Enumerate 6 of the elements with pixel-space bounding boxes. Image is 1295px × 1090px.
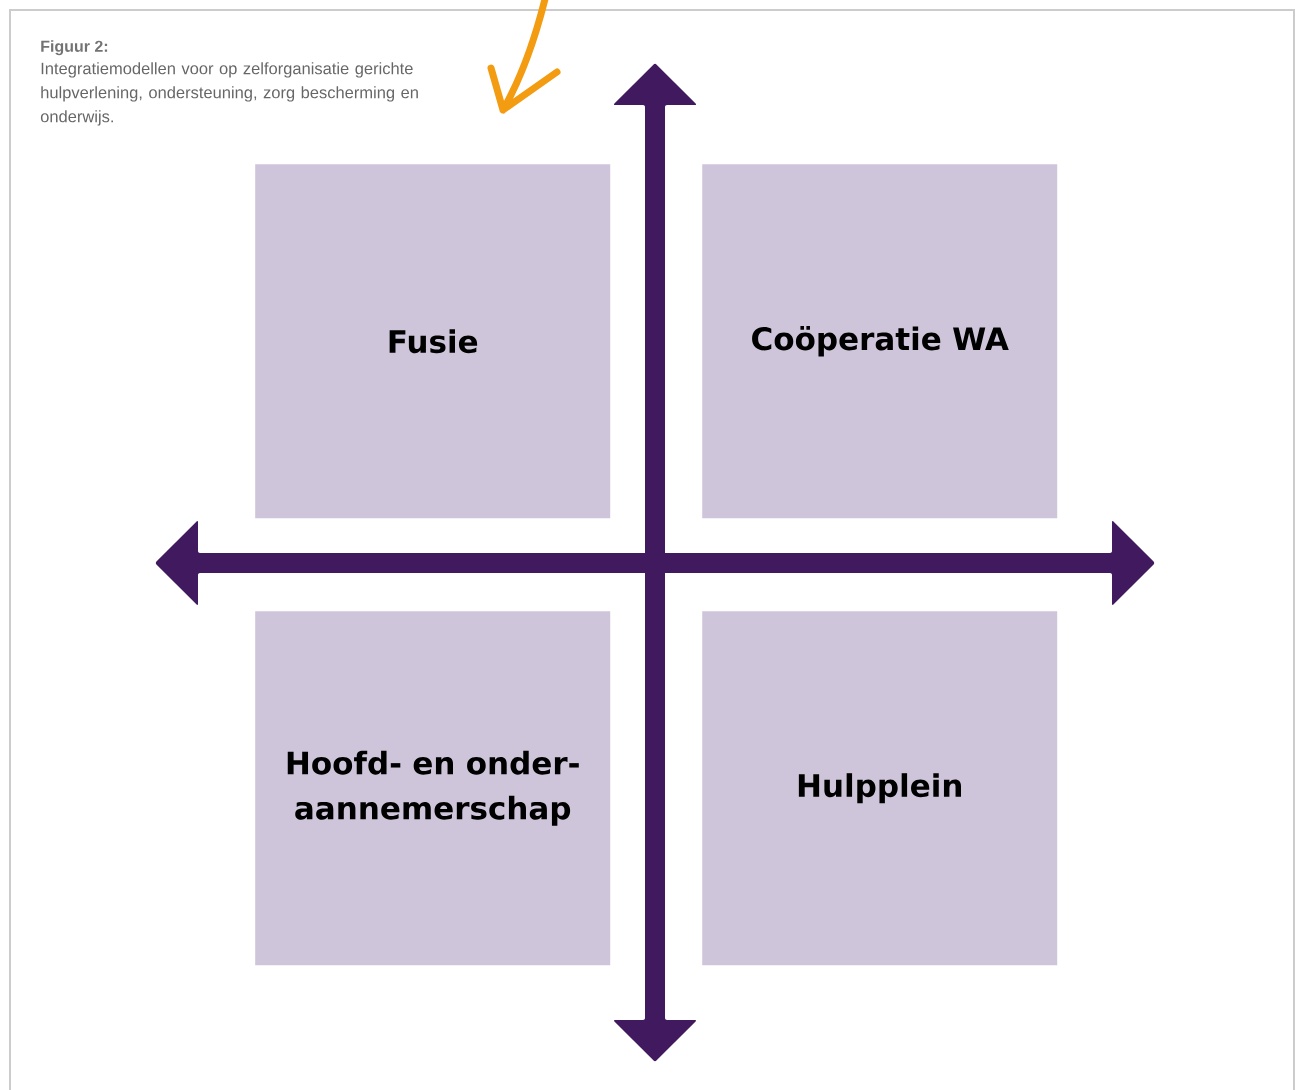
figure-title: Figuur 2: (41, 40, 108, 56)
figure-caption: Integratiemodellen voor op zelforganisatie gerichte hulpverlening, ondersteuning, zorg bescherming en onderwijs. (40, 62, 418, 126)
quadrant-box: Coöperatie WA (702, 164, 1058, 519)
quadrant-box: Hulpplein (702, 611, 1058, 966)
quadrant-box: Hoofd- en onder- aannemerschap (255, 611, 611, 966)
quadrant-box: Fusie (255, 164, 611, 519)
